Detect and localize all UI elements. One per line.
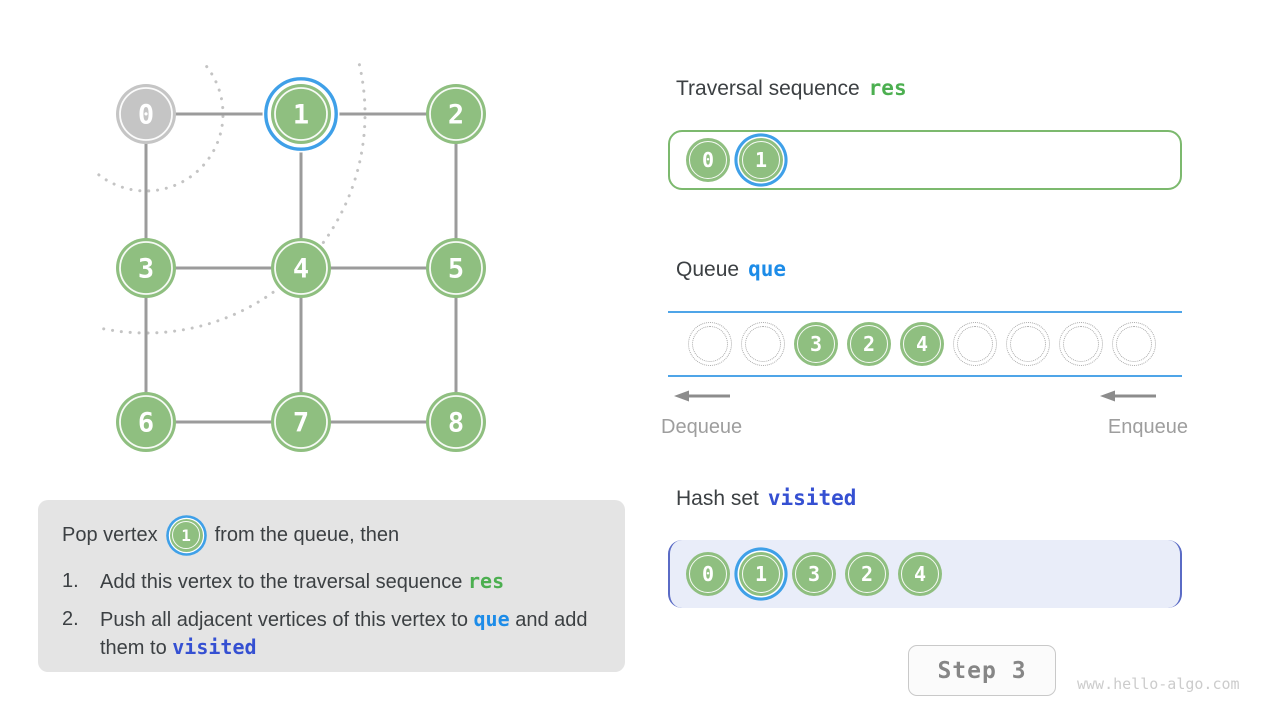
bfs-wavefront-arc [99, 63, 367, 335]
vertex-chip-3: 3 [794, 322, 838, 366]
queue-slot-empty [1059, 322, 1103, 366]
step-indicator-button[interactable]: Step 3 [908, 645, 1056, 696]
queue-labels: Dequeue Enqueue [661, 416, 1188, 439]
res-section-title: Traversal sequence res [676, 76, 907, 101]
res-title-text: Traversal sequence [676, 77, 860, 100]
code-token: res [467, 569, 505, 593]
vertex-chip-4: 4 [900, 322, 944, 366]
watermark-text: www.hello-algo.com [1077, 675, 1240, 693]
svg-text:5: 5 [448, 254, 464, 285]
queue-slot-empty [1112, 322, 1156, 366]
vertex-chip-1: 1 [739, 138, 783, 182]
visited-token: visited [767, 486, 857, 510]
caption-step-item: 1. Add this vertex to the traversal seque… [62, 568, 601, 597]
caption-step-list: 1. Add this vertex to the traversal seque… [62, 568, 601, 663]
svg-text:1: 1 [293, 100, 309, 131]
vertex-chip-4: 4 [898, 552, 942, 596]
queue-slot-empty [953, 322, 997, 366]
queue-section-title: Queue que [676, 257, 786, 282]
enqueue-label: Enqueue [1107, 416, 1188, 438]
caption-step-text: Add this vertex to the traversal sequenc… [100, 569, 505, 593]
svg-text:8: 8 [448, 408, 464, 439]
graph-node-1: 1 [262, 75, 340, 153]
graph-node-3: 3 [116, 238, 176, 298]
code-token: que [473, 606, 510, 631]
queue-token: que [748, 257, 786, 281]
queue-slot-empty [688, 322, 732, 366]
graph-node-2: 2 [426, 84, 486, 144]
caption-intro: Pop vertex 1 from the queue, then [62, 517, 601, 553]
svg-text:6: 6 [138, 408, 154, 439]
graph-node-6: 6 [116, 392, 176, 452]
graph-node-7: 7 [271, 392, 331, 452]
enqueue-arrow-icon [1100, 390, 1156, 402]
vertex-chip-3: 3 [792, 552, 836, 596]
current-vertex-badge-label: 1 [181, 525, 191, 545]
graph-node-0: 0 [116, 84, 176, 144]
vertex-chip-2: 2 [845, 552, 889, 596]
graph-canvas: 0 1 2 3 4 5 6 7 8 [92, 63, 486, 452]
vertex-chip-2: 2 [847, 322, 891, 366]
caption-intro-suffix: from the queue, then [214, 523, 400, 546]
vertex-chip-0: 0 [686, 552, 730, 596]
svg-text:7: 7 [293, 408, 309, 439]
dequeue-arrow-icon [674, 390, 730, 402]
graph-node-8: 8 [426, 392, 486, 452]
current-vertex-badge: 1 [169, 518, 203, 552]
dequeue-label: Dequeue [661, 416, 743, 438]
caption-step-number: 2. [62, 607, 79, 630]
visited-section-title: Hash set visited [676, 486, 856, 511]
caption-step-item: 2. Push all adjacent vertices of this ver… [62, 606, 601, 663]
caption-step-number: 1. [62, 570, 79, 592]
caption-step-text: Push all adjacent vertices of this verte… [100, 606, 588, 660]
vertex-chip-1: 1 [739, 552, 783, 596]
caption-intro-prefix: Pop vertex [62, 523, 158, 546]
svg-text:0: 0 [138, 100, 154, 131]
svg-text:4: 4 [293, 254, 309, 285]
graph-node-5: 5 [426, 238, 486, 298]
bfs-wavefront-arc [92, 65, 225, 193]
queue-title-text: Queue [676, 258, 740, 281]
svg-text:2: 2 [448, 100, 464, 131]
vertex-chip-0: 0 [686, 138, 730, 182]
visited-title-text: Hash set [676, 487, 759, 510]
code-token: visited [172, 635, 257, 660]
explanation-box: Pop vertex 1 from the queue, then 1. Add … [38, 500, 625, 672]
graph-node-4: 4 [271, 238, 331, 298]
queue-slot-empty [741, 322, 785, 366]
svg-text:3: 3 [138, 254, 154, 285]
res-token: res [868, 76, 907, 100]
queue-slot-empty [1006, 322, 1050, 366]
